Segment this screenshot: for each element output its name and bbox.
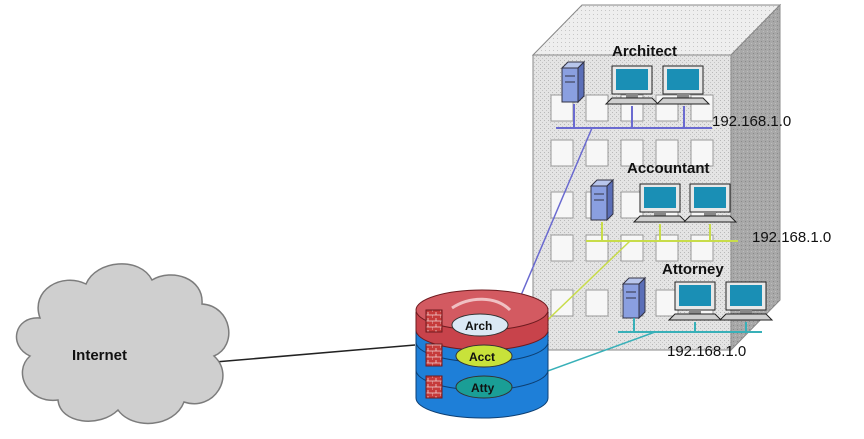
svg-text:Acct: Acct [469,350,495,364]
lan-bus-architect [556,104,712,129]
server-icon [589,178,615,222]
subnet-label-architect: 192.168.1.0 [712,113,791,130]
internet-cloud: Internet [15,263,230,425]
server-icon [560,60,586,104]
router-device: Arch Acct Atty [415,289,549,419]
floor-title-architect: Architect [612,43,677,60]
building-window [585,234,609,262]
lan-bus-attorney [618,318,762,333]
firewall-icon [425,343,443,367]
building-window [550,234,574,262]
link-arch [507,127,593,327]
vlan-pill-acct: Acct [455,344,513,368]
workstation-icon [718,281,774,321]
building-window [690,139,714,167]
workstation-icon [682,183,738,223]
vlan-pill-arch: Arch [451,313,509,337]
subnet-label-accountant: 192.168.1.0 [752,229,831,246]
svg-text:Arch: Arch [465,319,492,333]
floor-attorney: Attorney 192.168.1.0 [618,261,774,360]
svg-text:Atty: Atty [471,381,495,395]
firewall-icon [425,309,443,333]
building-window [550,289,574,317]
building-window [585,289,609,317]
workstation-icon [604,65,660,105]
building-windows [550,94,714,317]
building-window [550,191,574,219]
building-window [550,139,574,167]
building-window [655,139,679,167]
cloud-shape [15,263,230,425]
cloud-label: Internet [72,347,127,364]
workstation-icon [667,281,723,321]
workstation-icon [632,183,688,223]
lan-bus-accountant [586,222,738,242]
building-window [620,139,644,167]
building-window [585,139,609,167]
floor-title-attorney: Attorney [662,261,724,278]
vlan-pill-atty: Atty [455,375,513,399]
building-window [620,234,644,262]
firewall-icon [425,375,443,399]
building-window [585,94,609,122]
floor-title-accountant: Accountant [627,160,710,177]
subnet-label-attorney: 192.168.1.0 [667,343,746,360]
internet-link [214,344,416,363]
server-icon [621,276,647,320]
floor-architect: Architect 192.168.1.0 [556,43,791,130]
workstation-icon [655,65,711,105]
floor-accountant: Accountant 192.168.1.0 [586,160,831,246]
